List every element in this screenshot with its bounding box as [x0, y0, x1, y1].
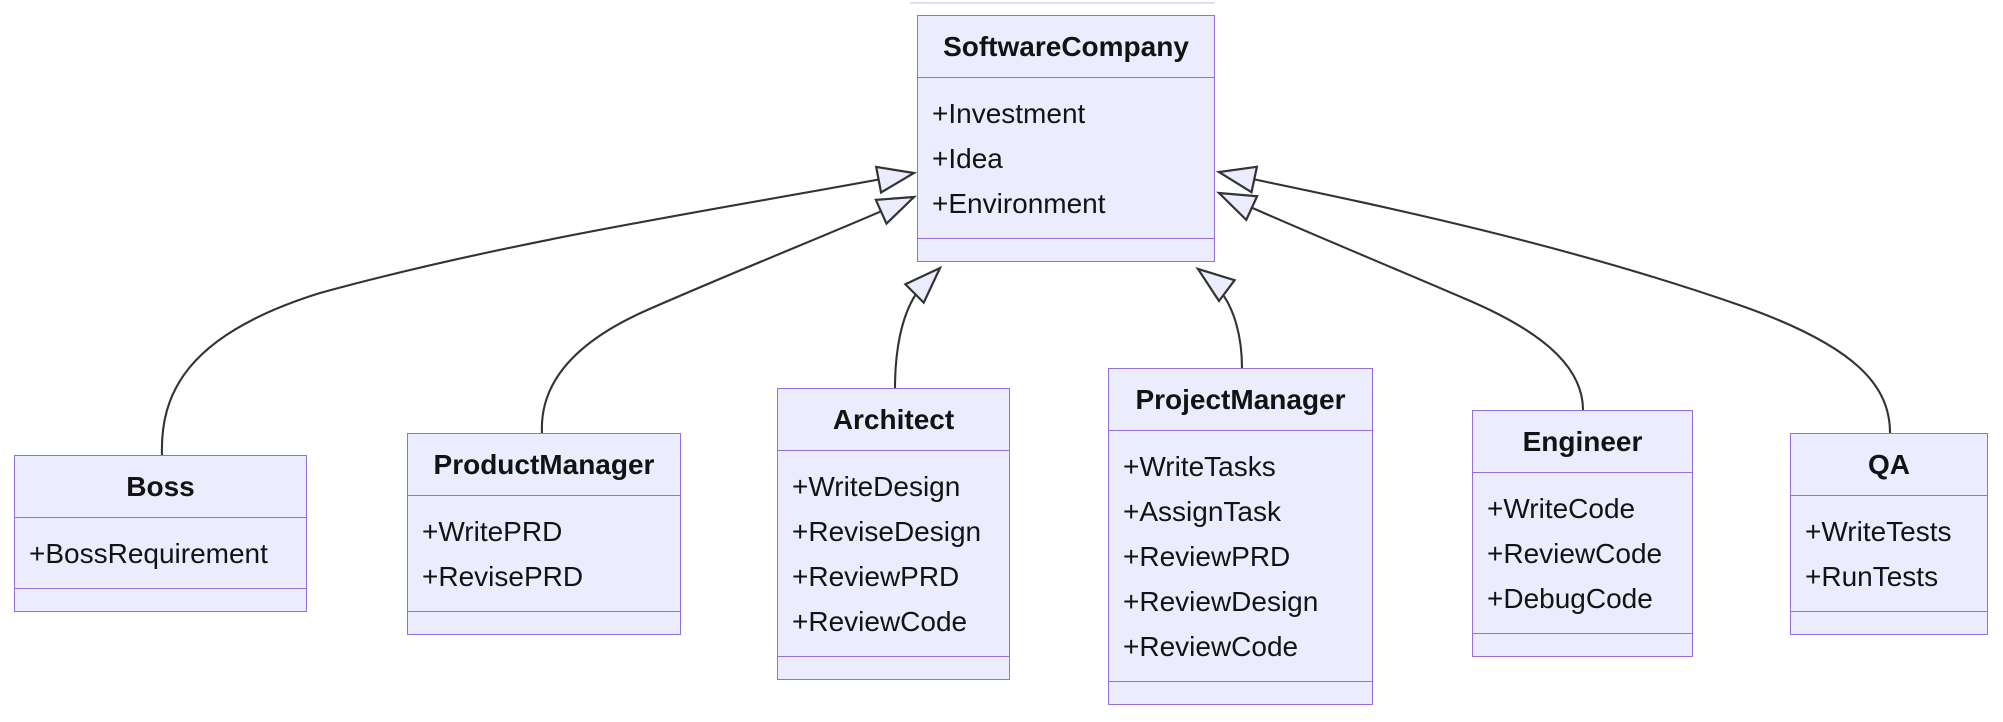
class-title: SoftwareCompany	[918, 16, 1214, 78]
class-attribute: +WriteDesign	[792, 471, 961, 502]
class-attributes: +WriteCode +ReviewCode +DebugCode	[1473, 473, 1692, 634]
class-title: QA	[1791, 434, 1987, 496]
class-attributes: +WriteDesign +ReviseDesign +ReviewPRD +R…	[778, 451, 1009, 657]
class-methods-empty	[15, 589, 306, 611]
class-box-architect: Architect +WriteDesign +ReviseDesign +Re…	[777, 388, 1010, 680]
class-box-projectmanager: ProjectManager +WriteTasks +AssignTask +…	[1108, 368, 1373, 705]
class-attribute: +WritePRD	[422, 516, 563, 547]
class-box-engineer: Engineer +WriteCode +ReviewCode +DebugCo…	[1472, 410, 1693, 657]
class-title: ProjectManager	[1109, 369, 1372, 431]
class-attribute: +ReviewPRD	[792, 561, 960, 592]
class-attributes: +WriteTests +RunTests	[1791, 496, 1987, 612]
edge-architect-inheritance	[893, 265, 943, 389]
class-box-softwarecompany: SoftwareCompany +Investment +Idea +Envir…	[917, 15, 1215, 262]
class-attribute: +RevisePRD	[422, 561, 584, 592]
edge-projectmanager-inheritance	[1195, 267, 1244, 369]
class-attribute: +AssignTask	[1123, 496, 1281, 527]
edge-qa-inheritance	[1215, 165, 1892, 434]
class-box-productmanager: ProductManager +WritePRD +RevisePRD	[407, 433, 681, 635]
class-attribute: +WriteCode	[1487, 493, 1636, 524]
edge-engineer-inheritance	[1216, 191, 1585, 411]
class-attribute: +WriteTests	[1805, 516, 1952, 547]
class-attribute: +ReviseDesign	[792, 516, 982, 547]
class-title: Architect	[778, 389, 1009, 451]
class-title: Engineer	[1473, 411, 1692, 473]
class-attribute: +Environment	[932, 188, 1106, 219]
class-box-boss: Boss +BossRequirement	[14, 455, 307, 612]
class-attribute: +ReviewCode	[792, 606, 968, 637]
class-methods-empty	[778, 657, 1009, 679]
class-attributes: +Investment +Idea +Environment	[918, 78, 1214, 239]
class-attribute: +BossRequirement	[29, 538, 268, 569]
class-attribute: +Idea	[932, 143, 1003, 174]
class-attribute: +WriteTasks	[1123, 451, 1276, 482]
class-methods-empty	[1791, 612, 1987, 634]
class-attributes: +WritePRD +RevisePRD	[408, 496, 680, 612]
class-methods-empty	[1109, 682, 1372, 704]
edge-productmanager-inheritance	[540, 195, 917, 434]
class-attributes: +BossRequirement	[15, 518, 306, 589]
class-title: ProductManager	[408, 434, 680, 496]
class-attribute: +DebugCode	[1487, 583, 1653, 614]
edge-boss-inheritance	[160, 165, 918, 457]
class-box-qa: QA +WriteTests +RunTests	[1790, 433, 1988, 635]
class-attribute: +RunTests	[1805, 561, 1939, 592]
class-methods-empty	[408, 612, 680, 634]
class-title: Boss	[15, 456, 306, 518]
class-attribute: +Investment	[932, 98, 1086, 129]
class-attribute: +ReviewDesign	[1123, 586, 1319, 617]
class-attribute: +ReviewCode	[1487, 538, 1663, 569]
class-attributes: +WriteTasks +AssignTask +ReviewPRD +Revi…	[1109, 431, 1372, 682]
class-attribute: +ReviewCode	[1123, 631, 1299, 662]
decorative-top-line	[910, 2, 1215, 4]
class-methods-empty	[918, 239, 1214, 261]
class-methods-empty	[1473, 634, 1692, 656]
class-attribute: +ReviewPRD	[1123, 541, 1291, 572]
